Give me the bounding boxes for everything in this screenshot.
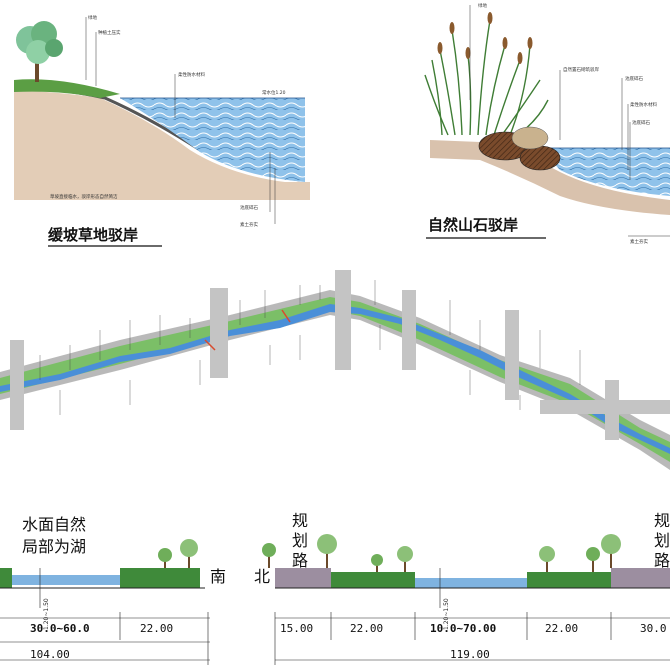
cattail-heads [437,12,533,64]
left-dim-lawn: 22.00 [140,622,173,635]
road-left-char-3: 路 [292,551,308,570]
right-dim-lawn-left: 22.00 [350,622,383,635]
left-lawn-right [120,568,200,588]
road-left-char-1: 规 [292,511,308,530]
soil-body [430,140,670,215]
label-pond-gravel: 池底碎石 [240,204,258,211]
lawn-strip [14,79,120,98]
label-flexible-liner: 柔性防水材料 [630,101,657,108]
rock-top [511,126,549,150]
right-dim-road-right: 30.0 [640,622,667,635]
river-water [0,304,670,454]
left-water [12,575,120,585]
tree-icon [586,547,600,572]
right-lawn-right [527,572,611,588]
pond-water [120,98,305,182]
label-rock-bank: 自然置石砌筑驳岸 [563,66,599,73]
section-title-grass-bank: 缓坡草地驳岸 [48,226,138,244]
tree-icon [158,548,172,568]
rock-bank-water [548,148,670,196]
right-dim-lawn-right: 22.00 [545,622,578,635]
cross-road-2 [335,270,351,370]
river-plan-view [0,270,670,470]
tree-icon [397,546,413,572]
label-flexible-liner: 柔性防水材料 [178,71,205,78]
tree-icon [262,543,276,568]
cross-road-1 [210,288,228,378]
section-title-rock-bank: 自然山石驳岸 [428,216,518,234]
cross-road-4 [505,310,519,400]
right-dim-total: 119.00 [450,648,490,661]
right-cross-section: 规 划 路 规 划 路 北 1.20~1.50 15.00 22.00 10.0… [254,511,670,665]
grass-slope-bank-section: 绿地 种植土压实 柔性防水材料 常水位1.20 池底碎石 素土夯实 草坡直接临水… [13,14,310,247]
direction-north: 北 [254,567,270,586]
left-dim-water: 30.0~60.0 [30,622,90,635]
road-left-char-2: 划 [292,531,308,550]
left-cross-section: 水面自然 局部为湖 1.20~1.50 南 30.0~60.0 22.00 10… [0,515,226,665]
label-pool-gravel: 池底碎石 [632,119,650,126]
road-right-char-3: 路 [654,551,670,570]
right-road-left [275,568,331,588]
left-section-title-line1: 水面自然 [22,515,86,534]
right-depth-label: 1.20~1.50 [443,598,450,630]
natural-rock-bank-section: 绿地 自然置石砌筑驳岸 池底碎石 柔性防水材料 池底碎石 素土夯实 自然山石驳岸 [424,2,670,245]
right-road-right [611,568,670,588]
right-dim-road: 15.00 [280,622,313,635]
green-belt [0,297,670,462]
label-water-level: 常水位1.20 [262,89,286,96]
road-right-char-2: 划 [654,531,670,550]
label-pond-gravel: 池底碎石 [625,75,643,82]
label-lawn: 绿地 [478,2,487,9]
section-note: 草坡直接临水，驳岸形态自然简洁 [50,193,118,200]
tree-icon [16,21,63,82]
left-depth-label: 1.20~1.50 [43,598,50,630]
direction-south: 南 [210,567,226,586]
left-dim-total: 104.00 [30,648,70,661]
cross-road-3 [402,290,416,370]
rock-right [519,145,561,171]
label-rammed-soil: 素土夯实 [240,221,258,228]
road-right-char-1: 规 [654,511,670,530]
left-section-title-line2: 局部为湖 [22,537,86,556]
label-lawn: 绿地 [88,14,97,21]
tree-icon [539,546,555,572]
greenway-corridor [0,290,670,470]
tree-icon [180,539,198,568]
tree-icon [317,534,337,568]
left-lawn-left [0,568,12,588]
right-dim-water: 10.0~70.00 [430,622,496,635]
right-lawn-left [331,572,415,588]
label-rammed-soil: 素土夯实 [630,238,648,245]
tree-icon [601,534,621,568]
soil-body [14,90,310,200]
right-water [415,578,527,588]
label-planting-soil: 种植土压实 [98,29,121,36]
cross-road-5 [10,340,24,430]
tree-icon [371,554,383,572]
